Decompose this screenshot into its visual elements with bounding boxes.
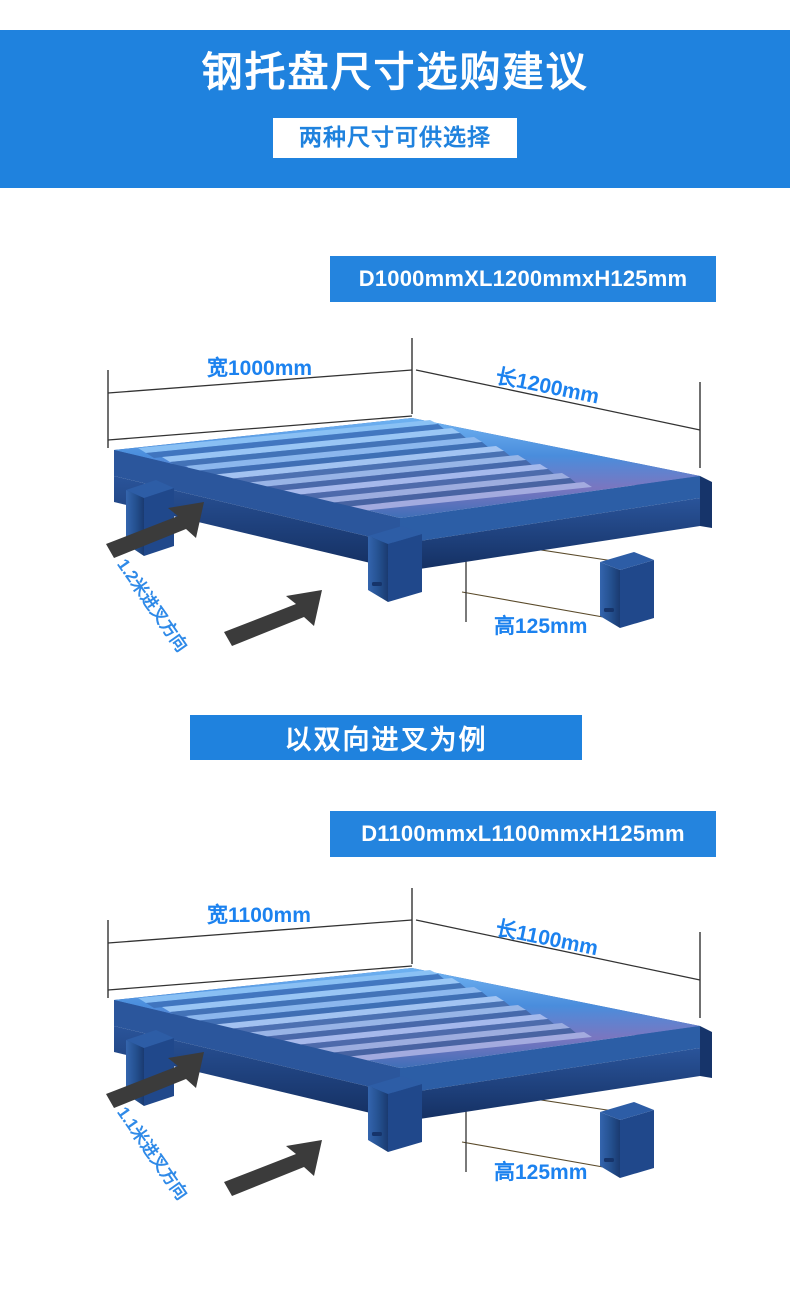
pallet-illustration-2: [100, 880, 720, 1220]
width-label-2: 宽1100mm: [207, 904, 311, 927]
spec-banner-2: D1100mmxL1100mmxH125mm: [330, 811, 716, 857]
arrow-up-right-icon-2b: [224, 1140, 322, 1196]
arrow-up-right-icon-1a: [106, 502, 204, 558]
pallet-svg-2: [106, 888, 712, 1196]
height-label-1: 高125mm: [494, 615, 588, 638]
arrow-up-right-icon-2a: [106, 1052, 204, 1108]
page-title: 钢托盘尺寸选购建议: [201, 49, 589, 95]
height-label-2: 高125mm: [494, 1161, 588, 1184]
spec-label-1: D1000mmXL1200mmxH125mm: [358, 266, 688, 291]
header-subtitle-box: 两种尺寸可供选择: [273, 118, 517, 158]
mid-section-label: 以双向进叉为例: [284, 725, 488, 755]
arrow-up-right-icon-1b: [224, 590, 322, 646]
pallet-svg-1: [106, 338, 712, 646]
width-label-1: 宽1000mm: [207, 357, 313, 380]
mid-section-banner: 以双向进叉为例: [190, 715, 582, 760]
header-banner: 钢托盘尺寸选购建议 两种尺寸可供选择: [0, 30, 790, 188]
spec-banner-1: D1000mmXL1200mmxH125mm: [330, 256, 716, 302]
pallet-illustration-1: [100, 330, 720, 670]
header-subtitle: 两种尺寸可供选择: [299, 124, 491, 150]
spec-label-2: D1100mmxL1100mmxH125mm: [361, 821, 685, 846]
